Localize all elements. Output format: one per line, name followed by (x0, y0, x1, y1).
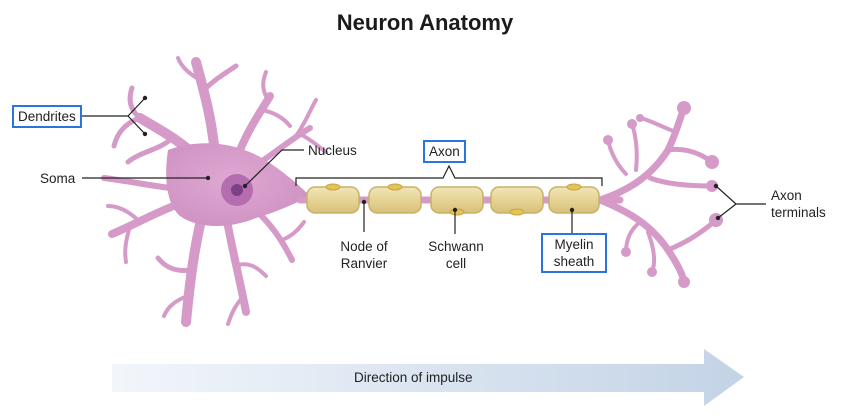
label-dendrites: Dendrites (12, 105, 82, 128)
label-schwann-cell-line1: Schwann (428, 239, 484, 254)
label-direction-of-impulse: Direction of impulse (354, 370, 473, 385)
label-axon-terminals: Axon terminals (771, 187, 826, 221)
label-node-of-ranvier-line2: Ranvier (340, 256, 388, 271)
schwann-nuclei (325, 183, 582, 216)
axon-terminals-shape (596, 104, 719, 286)
leader-lines (80, 97, 766, 234)
label-axon-terminals-line2: terminals (771, 205, 826, 220)
myelin-segment (368, 186, 422, 214)
label-soma: Soma (40, 171, 76, 186)
label-myelin-sheath-line1: Myelin (554, 237, 594, 252)
label-axon-terminals-line1: Axon (771, 188, 802, 203)
label-node-of-ranvier-line1: Node of (340, 239, 388, 254)
label-schwann-cell-line2: cell (445, 256, 467, 271)
myelin-segment (306, 186, 360, 214)
label-axon: Axon (423, 140, 466, 163)
nucleolus-shape (231, 184, 243, 196)
label-myelin-sheath-line2: sheath (553, 254, 595, 269)
terminal-knobs (603, 101, 723, 288)
label-schwann-cell: Schwann cell (420, 238, 492, 272)
impulse-arrow (112, 349, 744, 406)
leader-dots (142, 95, 721, 221)
page-title: Neuron Anatomy (336, 10, 514, 35)
label-myelin-sheath: Myelin sheath (541, 233, 607, 273)
label-nucleus: Nucleus (308, 143, 357, 158)
myelin-sheaths (306, 186, 600, 214)
label-node-of-ranvier: Node of Ranvier (328, 238, 400, 272)
